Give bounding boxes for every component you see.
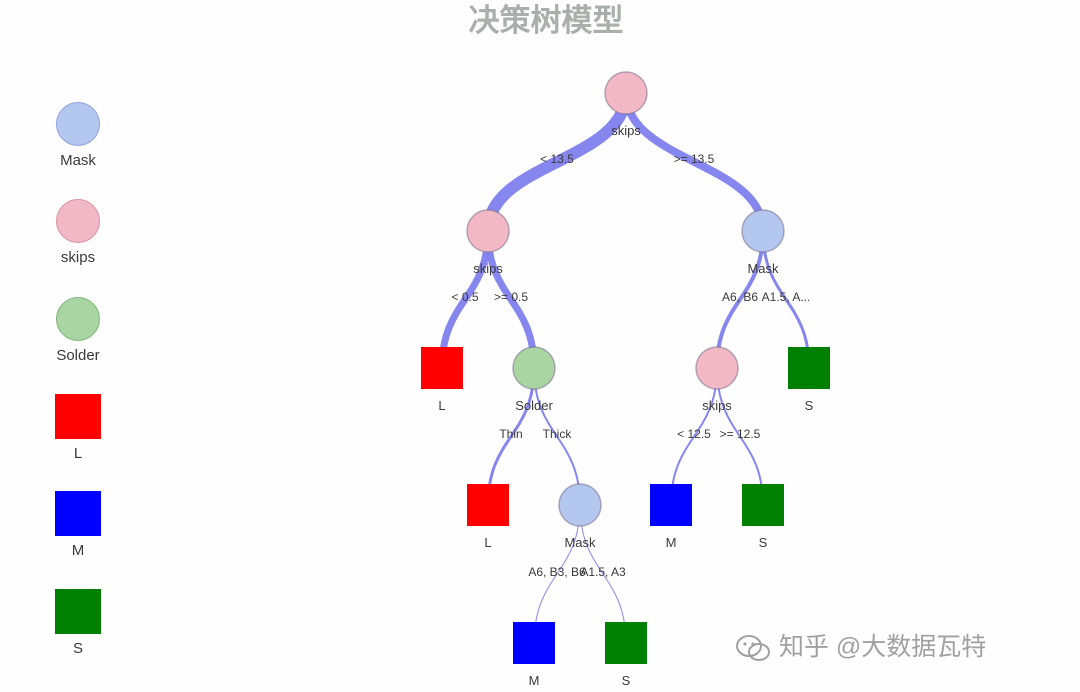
- edge-label: < 12.5: [677, 427, 711, 441]
- tree-edge: [533, 504, 581, 644]
- tree-node-label: L: [484, 535, 491, 550]
- tree-edge: [579, 504, 627, 644]
- tree-node-square: [650, 484, 692, 526]
- legend-square-icon: [55, 491, 101, 536]
- edge-label: A1.5, A...: [762, 290, 811, 304]
- legend-label: Mask: [60, 152, 96, 169]
- tree-node-label: skips: [702, 398, 732, 413]
- tree-node-circle: [604, 71, 648, 115]
- tree-node-square: [513, 622, 555, 664]
- legend-square-icon: [55, 394, 101, 439]
- legend-item-skips: skips: [50, 199, 106, 266]
- legend-label: S: [72, 640, 83, 657]
- edge-label: Thick: [543, 427, 573, 441]
- edge-label: >= 13.5: [674, 152, 715, 166]
- edge-label: A6, B3, B6: [528, 565, 586, 579]
- tree-node-label: skips: [611, 123, 641, 138]
- tree-node-circle: [695, 346, 739, 390]
- tree-node-square: [467, 484, 509, 526]
- wechat-icon: [736, 635, 770, 662]
- legend-label: L: [73, 445, 83, 462]
- tree-node-circle: [558, 483, 602, 527]
- legend-item-s: S: [50, 589, 106, 657]
- tree-node-label: Mask: [747, 261, 779, 276]
- tree-node-label: Mask: [564, 535, 596, 550]
- legend-label: skips: [60, 249, 96, 266]
- tree-node-square: [788, 347, 830, 389]
- tree-node-circle: [466, 209, 510, 253]
- edge-label: >= 12.5: [720, 427, 761, 441]
- tree-node-label: L: [438, 398, 445, 413]
- edge-label: < 0.5: [451, 290, 478, 304]
- legend-item-mask: Mask: [50, 102, 106, 169]
- tree-node-label: S: [622, 673, 631, 688]
- tree-edge: [622, 92, 767, 232]
- legend-item-m: M: [50, 491, 106, 559]
- legend-label: M: [71, 542, 85, 559]
- legend-circle-icon: [56, 102, 100, 146]
- tree-node-label: S: [759, 535, 768, 550]
- tree-node-circle: [512, 346, 556, 390]
- edge-label: Thin: [499, 427, 522, 441]
- watermark-text: 知乎 @大数据瓦特: [778, 633, 987, 661]
- chart-title: 决策树模型: [468, 3, 624, 39]
- tree-edge: [482, 92, 632, 232]
- tree-node-label: S: [805, 398, 814, 413]
- legend-item-solder: Solder: [50, 297, 106, 364]
- legend-item-l: L: [50, 394, 106, 462]
- tree-node-square: [742, 484, 784, 526]
- edge-label: >= 0.5: [494, 290, 528, 304]
- tree-node-circle: [741, 209, 785, 253]
- edge-label: A6, B6: [722, 290, 758, 304]
- legend-circle-icon: [56, 199, 100, 243]
- tree-node-label: Solder: [515, 398, 553, 413]
- tree-node-label: M: [529, 673, 540, 688]
- tree-node-square: [421, 347, 463, 389]
- legend-label: Solder: [56, 347, 100, 364]
- edge-label: A1.5, A3: [580, 565, 626, 579]
- legend-circle-icon: [56, 297, 100, 341]
- tree-node-label: skips: [473, 261, 503, 276]
- edge-label: < 13.5: [540, 152, 574, 166]
- legend-square-icon: [55, 589, 101, 634]
- tree-node-square: [605, 622, 647, 664]
- legend: Mask skips Solder L M S: [0, 0, 160, 692]
- tree-node-label: M: [666, 535, 677, 550]
- watermark: 知乎 @大数据瓦特: [734, 627, 1064, 667]
